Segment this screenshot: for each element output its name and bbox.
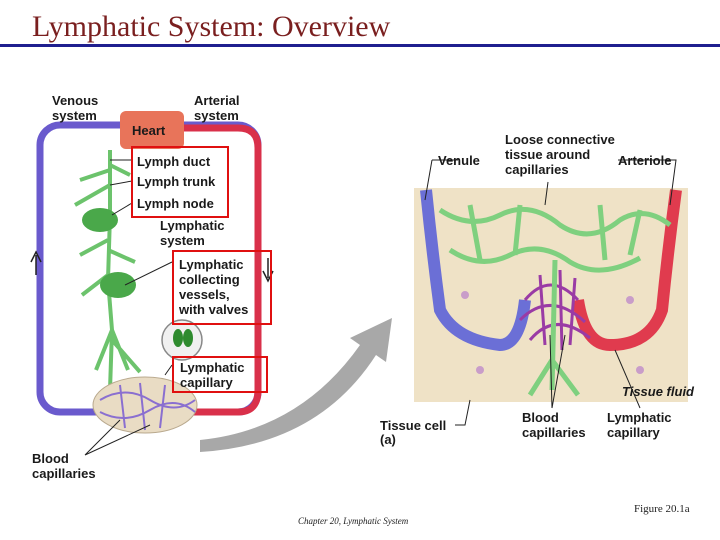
tissue-cell-dot (636, 366, 644, 374)
arteriole-label: Arteriole (618, 153, 672, 168)
title-underline (0, 44, 720, 47)
zoom-arrow-icon (200, 318, 392, 452)
tissue-cell-dot (461, 291, 469, 299)
leader-lines (84, 159, 677, 456)
loose-connective-label: Loose connective tissue around capillari… (505, 132, 615, 177)
highlight-box-collecting-vessels (172, 250, 272, 325)
arteriole-vessel (572, 189, 682, 352)
heart-label: Heart (132, 123, 166, 138)
lymph-node-shape (82, 208, 118, 232)
lymphatic-capillary-network (438, 204, 672, 397)
collecting-vessels-label: Lymphatic collecting vessels, with valve… (179, 257, 249, 317)
valve-icon (183, 329, 193, 347)
arterial-loop (150, 124, 262, 416)
tissue-cell-label: Tissue cell (380, 418, 447, 433)
venule-label: Venule (438, 153, 480, 168)
up-arrow-icon (30, 250, 42, 275)
highlight-box-lymph-structures (131, 146, 229, 218)
blood-capillaries-label-left: Blood capillaries (32, 451, 96, 481)
tissue-cell-dot (476, 366, 484, 374)
venule-vessel (420, 189, 531, 352)
panel-letter-label: (a) (380, 432, 396, 447)
highlight-box-lymphatic-capillary (172, 356, 268, 393)
valve-icon (173, 329, 183, 347)
capillary-mesh (99, 382, 196, 431)
capillary-bed (92, 376, 198, 434)
lymph-duct-label: Lymph duct (137, 154, 211, 169)
blood-capillary-mesh (518, 269, 591, 351)
lymphatic-capillary-label: Lymphatic capillary (180, 360, 245, 390)
lymph-node-shape (100, 272, 136, 298)
slide-title: Lymphatic System: Overview (32, 10, 391, 43)
lymphatic-system-label: Lymphatic system (160, 218, 225, 248)
heart-shape (120, 111, 184, 149)
lymphatic-capillary-label-right: Lymphatic capillary (607, 410, 672, 440)
blood-capillaries-label-right: Blood capillaries (522, 410, 586, 440)
lymph-node-label: Lymph node (137, 196, 214, 211)
tissue-cell-dot (626, 296, 634, 304)
figure-reference: Figure 20.1a (634, 503, 690, 515)
slide-footer: Chapter 20, Lymphatic System (298, 516, 409, 526)
venous-system-label: Venous system (52, 93, 99, 123)
tissue-fluid-label: Tissue fluid (622, 384, 694, 399)
arterial-system-label: Arterial system (194, 93, 240, 123)
lymph-trunk-label: Lymph trunk (137, 174, 216, 189)
